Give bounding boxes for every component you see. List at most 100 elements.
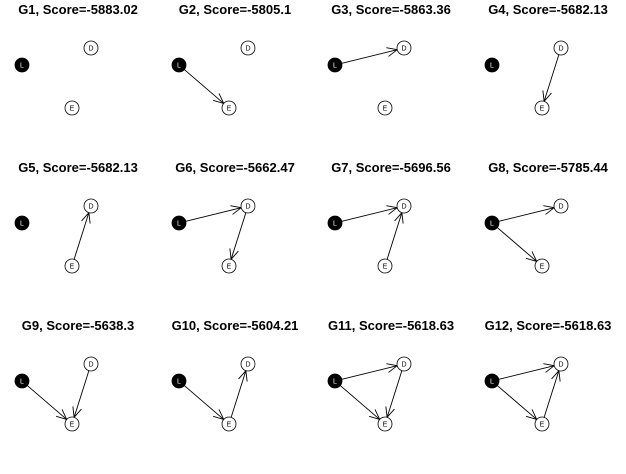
node-label: D bbox=[245, 204, 250, 211]
node-label: E bbox=[383, 422, 388, 429]
edge-e-to-d bbox=[543, 370, 561, 418]
edge-l-to-e bbox=[184, 385, 225, 420]
node-l: L bbox=[14, 373, 30, 389]
node-d: D bbox=[396, 356, 412, 372]
node-e: E bbox=[64, 258, 80, 274]
node-label: E bbox=[383, 106, 388, 113]
node-label: L bbox=[20, 379, 24, 386]
edge-e-to-d bbox=[73, 212, 91, 260]
node-label: L bbox=[490, 379, 494, 386]
edge-l-to-e bbox=[340, 385, 381, 420]
edge-l-to-e bbox=[27, 385, 68, 420]
graph-canvas: L D E bbox=[171, 198, 256, 274]
node-label: E bbox=[70, 106, 75, 113]
node-label: E bbox=[383, 264, 388, 271]
node-d: D bbox=[553, 356, 569, 372]
node-l: L bbox=[327, 57, 343, 73]
node-label: E bbox=[70, 422, 75, 429]
graph-title: G12, Score=-5618.63 bbox=[484, 318, 612, 333]
edge-l-to-d bbox=[185, 205, 242, 222]
node-label: L bbox=[490, 63, 494, 70]
node-label: L bbox=[20, 63, 24, 70]
node-e: E bbox=[534, 416, 550, 432]
graph-canvas: LDE bbox=[14, 198, 99, 274]
node-d: D bbox=[240, 356, 256, 372]
node-label: L bbox=[177, 379, 181, 386]
edge-d-to-e bbox=[385, 370, 403, 418]
node-l: L bbox=[484, 215, 500, 231]
edge-e-to-d bbox=[386, 212, 404, 260]
node-e: E bbox=[221, 100, 237, 116]
edge-l-to-d bbox=[341, 363, 398, 380]
node-l: L bbox=[171, 373, 187, 389]
graph-title: G4, Score=-5682.13 bbox=[488, 2, 608, 17]
edge-d-to-e bbox=[542, 54, 560, 102]
node-label: D bbox=[401, 204, 406, 211]
node-l: L bbox=[171, 215, 187, 231]
node-d: D bbox=[553, 40, 569, 56]
node-label: D bbox=[558, 46, 563, 53]
node-label: D bbox=[558, 204, 563, 211]
node-l: L bbox=[14, 57, 30, 73]
node-label: E bbox=[227, 422, 232, 429]
node-label: E bbox=[227, 106, 232, 113]
graph-title: G10, Score=-5604.21 bbox=[171, 318, 299, 333]
node-d: D bbox=[83, 356, 99, 372]
graph-canvas: L D E bbox=[327, 40, 412, 116]
node-label: L bbox=[333, 379, 337, 386]
graph-title: G6, Score=-5662.47 bbox=[175, 160, 295, 175]
node-e: E bbox=[377, 416, 393, 432]
node-e: E bbox=[534, 258, 550, 274]
node-label: L bbox=[177, 221, 181, 228]
node-label: D bbox=[401, 362, 406, 369]
node-d: D bbox=[240, 198, 256, 214]
edge-l-to-d bbox=[341, 47, 398, 64]
node-label: E bbox=[70, 264, 75, 271]
node-label: E bbox=[540, 264, 545, 271]
node-l: L bbox=[327, 215, 343, 231]
edge-d-to-e bbox=[229, 212, 247, 260]
node-label: L bbox=[490, 221, 494, 228]
graph-canvas: L D E bbox=[14, 40, 99, 116]
node-d: D bbox=[83, 40, 99, 56]
node-e: E bbox=[64, 100, 80, 116]
node-e: E bbox=[377, 100, 393, 116]
node-label: E bbox=[540, 106, 545, 113]
node-d: D bbox=[396, 198, 412, 214]
graph-canvas: L D E bbox=[484, 40, 569, 116]
graph-title: G3, Score=-5863.36 bbox=[331, 2, 451, 17]
node-label: D bbox=[401, 46, 406, 53]
graph-canvas: L D E bbox=[327, 198, 412, 274]
node-d: D bbox=[240, 40, 256, 56]
node-l: L bbox=[484, 373, 500, 389]
node-d: D bbox=[83, 198, 99, 214]
graph-title: G7, Score=-5696.56 bbox=[331, 160, 451, 175]
node-label: E bbox=[540, 422, 545, 429]
graph-title: G5, Score=-5682.13 bbox=[18, 160, 138, 175]
graph-canvas: L D E bbox=[484, 198, 569, 274]
node-label: L bbox=[177, 63, 181, 70]
graph-title: G11, Score=-5618.63 bbox=[327, 318, 455, 333]
node-e: E bbox=[534, 100, 550, 116]
node-label: D bbox=[88, 46, 93, 53]
node-e: E bbox=[64, 416, 80, 432]
node-label: D bbox=[558, 362, 563, 369]
edge-l-to-e bbox=[184, 69, 225, 104]
edge-d-to-e bbox=[72, 370, 90, 418]
node-label: D bbox=[245, 46, 250, 53]
graph-canvas: L D E bbox=[327, 356, 412, 432]
node-label: L bbox=[333, 63, 337, 70]
node-e: E bbox=[221, 258, 237, 274]
